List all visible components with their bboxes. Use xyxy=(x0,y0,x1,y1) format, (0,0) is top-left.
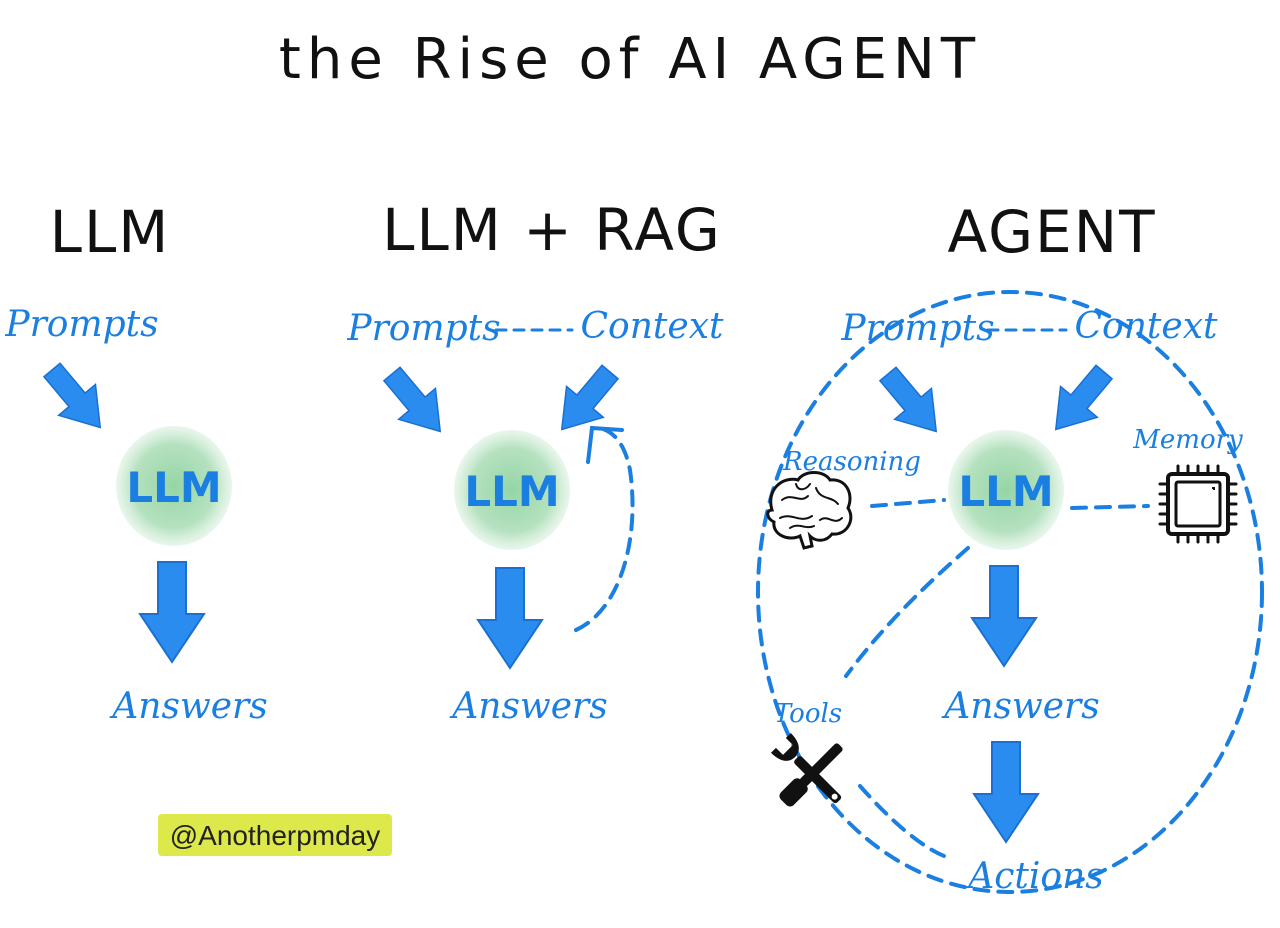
agent-boundary-loop xyxy=(756,290,1264,894)
brain-icon xyxy=(766,471,853,550)
col3-llm-blob xyxy=(948,430,1064,550)
col2-answers-label: Answers xyxy=(449,686,607,727)
col1-prompts-label: Prompts xyxy=(4,304,158,345)
col2-feedback-loop xyxy=(574,426,635,632)
heading-llm-rag: LLM + RAG xyxy=(382,196,722,264)
col3-actions-label: Actions xyxy=(965,856,1103,897)
tools-icon xyxy=(770,732,843,807)
col3-prompts-label: Prompts xyxy=(840,308,994,349)
reasoning-link xyxy=(870,498,946,508)
chip-icon xyxy=(1158,464,1238,544)
col2-llm-blob xyxy=(454,430,570,550)
col1-llm-label: LLM xyxy=(126,463,221,512)
col1-llm-blob xyxy=(116,426,232,546)
col2-prompt-arrow xyxy=(372,357,460,448)
col3-reasoning-label: Reasoning xyxy=(782,447,921,477)
heading-llm: LLM xyxy=(50,198,171,266)
col2-context-label: Context xyxy=(581,306,724,347)
col2-context-arrow xyxy=(542,355,630,446)
heading-agent: AGENT xyxy=(947,198,1156,266)
col2-answer-arrow xyxy=(477,567,543,669)
page-title: the Rise of AI AGENT xyxy=(279,27,981,92)
col3-answers-label: Answers xyxy=(941,686,1099,727)
col3-tools-label: Tools xyxy=(774,699,842,729)
col3-llm-label: LLM xyxy=(958,467,1053,516)
col1-answer-arrow xyxy=(139,561,205,663)
tools-link xyxy=(844,546,970,678)
col1-answers-label: Answers xyxy=(109,686,267,727)
col3-context-label: Context xyxy=(1075,306,1218,347)
col2-llm-label: LLM xyxy=(464,467,559,516)
watermark-handle: @Anotherpmday xyxy=(170,820,381,851)
memory-link xyxy=(1070,504,1150,510)
col3-answer-arrow xyxy=(971,565,1037,667)
col3-action-arrow xyxy=(973,741,1039,843)
tools-actions-link xyxy=(858,784,946,858)
col3-memory-label: Memory xyxy=(1132,425,1243,455)
watermark-highlight xyxy=(158,814,392,856)
col3-prompt-arrow xyxy=(868,357,956,448)
col2-feedback-arrowhead xyxy=(586,425,624,464)
col3-context-arrow xyxy=(1036,355,1124,446)
col2-prompts-label: Prompts xyxy=(346,308,500,349)
col1-prompt-arrow xyxy=(32,353,120,444)
